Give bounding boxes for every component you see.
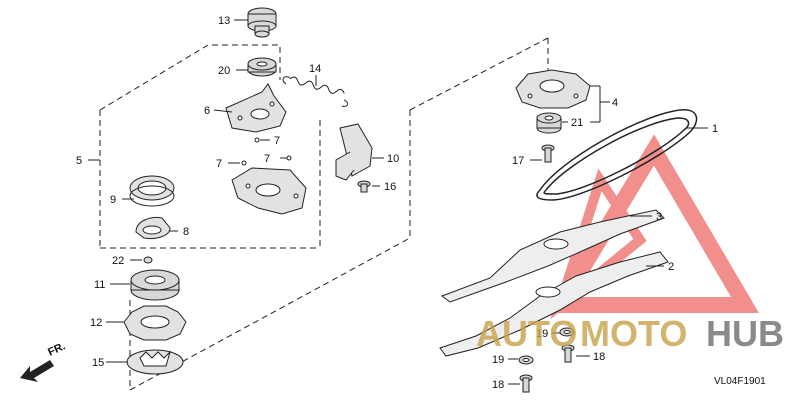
label-11: 11 <box>94 279 105 291</box>
label-21: 21 <box>571 117 583 129</box>
label-6: 6 <box>204 105 210 117</box>
label-22: 22 <box>112 255 124 267</box>
watermark-text: AUTO MOTO HUB <box>476 313 784 354</box>
part-14-spring <box>282 76 349 107</box>
part-4-hub <box>515 69 591 109</box>
part-11-seal <box>130 269 180 301</box>
part-18-bolt-a <box>561 344 575 363</box>
part-12-gear <box>123 305 187 341</box>
part-8-clip <box>135 217 171 239</box>
label-17: 17 <box>512 155 524 167</box>
part-15-washer <box>126 349 184 375</box>
label-7b: 7 <box>216 158 222 170</box>
part-6b-plate <box>231 167 307 215</box>
label-8: 8 <box>183 226 189 238</box>
part-16-bolt <box>357 180 371 193</box>
part-22-pin <box>143 256 153 264</box>
label-15: 15 <box>92 357 104 369</box>
label-18a: 18 <box>593 351 605 363</box>
leader-lines <box>88 19 708 385</box>
label-19a: 19 <box>536 328 548 340</box>
label-4: 4 <box>612 97 618 109</box>
label-5: 5 <box>76 155 82 167</box>
part-10-bracket <box>335 123 373 181</box>
part-20-bearing <box>247 57 277 77</box>
label-18b: 18 <box>492 379 504 391</box>
diagram-code: VL04F1901 <box>714 376 766 387</box>
part-2-blade <box>439 251 669 357</box>
part-3-blade <box>440 209 665 303</box>
part-19-washer-a <box>559 327 575 337</box>
part-17-bolt <box>541 144 555 163</box>
part-6-plate <box>225 83 287 133</box>
front-marker-label: FR. <box>46 340 67 358</box>
label-7a: 7 <box>274 135 280 147</box>
part-9-ring <box>129 175 175 207</box>
part-19-washer-b <box>518 355 534 365</box>
label-9: 9 <box>110 194 116 206</box>
watermark-auto: AUTO <box>476 313 577 354</box>
label-20: 20 <box>218 65 230 77</box>
label-19b: 19 <box>492 354 504 366</box>
part-13-cap <box>247 7 277 38</box>
label-2: 2 <box>668 261 674 273</box>
label-14: 14 <box>309 63 321 75</box>
label-1: 1 <box>712 123 718 135</box>
part-21-bearing <box>536 112 562 134</box>
label-7c: 7 <box>264 153 270 165</box>
watermark-hub: HUB <box>706 313 784 354</box>
watermark-moto: MOTO <box>580 313 687 354</box>
label-16: 16 <box>384 181 396 193</box>
part-labels: 13 20 14 6 7 7 7 10 16 5 9 8 22 11 12 15… <box>76 15 718 391</box>
part-1-belt <box>536 109 698 201</box>
label-3: 3 <box>656 211 662 223</box>
label-13: 13 <box>218 15 230 27</box>
group-bracket-5 <box>99 44 321 249</box>
label-12: 12 <box>90 317 102 329</box>
part-18-bolt-b <box>519 374 533 393</box>
front-arrow-icon <box>20 360 54 382</box>
label-10: 10 <box>387 153 399 165</box>
